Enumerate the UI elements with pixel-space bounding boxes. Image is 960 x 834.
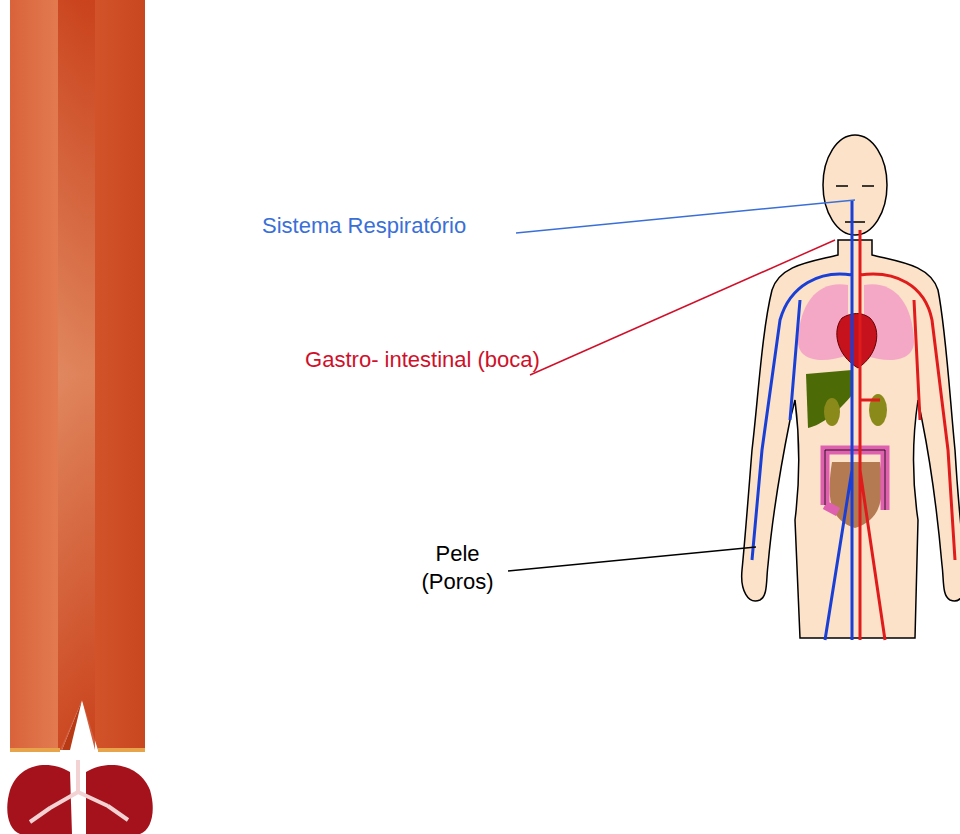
leader-line	[508, 547, 756, 571]
lungs-icon	[7, 760, 153, 834]
leader-line	[530, 240, 835, 375]
trachea-band	[10, 0, 145, 752]
leader-line	[516, 200, 855, 233]
label-text: Sistema Respiratório	[262, 212, 522, 240]
human-figure	[742, 135, 960, 640]
label-text: Gastro- intestinal (boca)	[305, 346, 540, 374]
label-text: Pele (Poros)	[400, 540, 515, 596]
